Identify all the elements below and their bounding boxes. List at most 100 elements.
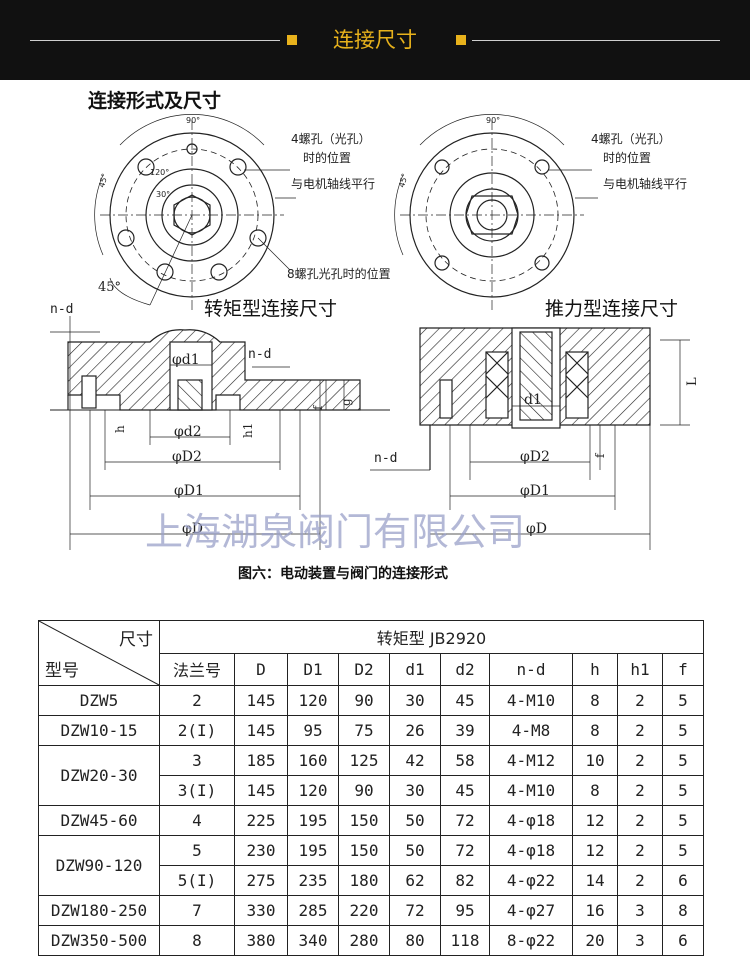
table-cell: 125 (338, 745, 390, 776)
table-cell: 14 (572, 865, 618, 896)
col-header: D2 (338, 652, 390, 686)
angle-45-right-label: 45° (397, 172, 409, 188)
dimension-table: 尺寸 型号 转矩型 JB2920 法兰号 D D1 D2 d1 d2 n-d h… (38, 620, 704, 956)
corner-model-label: 型号 (45, 661, 79, 681)
model-cell: DZW350-500 (38, 925, 160, 956)
connection-drawing: 连接形式及尺寸 90° 45° 120° 30° 45° 4螺孔（光孔） 时的位… (50, 89, 700, 582)
table-cell: 2 (617, 865, 663, 896)
table-cell: 90 (338, 685, 390, 716)
table-cell: 5 (662, 775, 704, 806)
table-cell: 2 (617, 685, 663, 716)
table-cell: 4-φ22 (489, 865, 573, 896)
thrust-section-title: 推力型连接尺寸 (545, 298, 678, 320)
col-header: d2 (440, 652, 490, 686)
table-cell: 72 (440, 835, 490, 866)
table-cell: 2 (617, 745, 663, 776)
d1-right-label: d1 (524, 392, 542, 408)
table-cell: 195 (287, 805, 339, 836)
table-cell: 5 (662, 715, 704, 746)
watermark-text: 上海湖泉阀门有限公司 (145, 510, 525, 554)
col-header: d1 (389, 652, 441, 686)
note-parallel-left: 与电机轴线平行 (291, 176, 375, 191)
table-cell: 42 (389, 745, 441, 776)
table-cell: 4-M12 (489, 745, 573, 776)
nd-left-label: n-d (50, 302, 73, 317)
table-header-row-2: 法兰号 D D1 D2 d1 d2 n-d h h1 f (39, 652, 704, 686)
table-cell: 75 (338, 715, 390, 746)
table-cell: 45 (440, 775, 490, 806)
table-cell: 118 (440, 925, 490, 956)
banner-title: 连接尺寸 (333, 28, 417, 52)
model-cell: DZW45-60 (38, 805, 160, 836)
col-header: D1 (287, 652, 339, 686)
nd-right-label: n-d (374, 451, 397, 466)
model-cell: DZW180-250 (38, 895, 160, 926)
table-cell: 5(I) (159, 865, 235, 896)
figure-caption: 图六：电动装置与阀门的连接形式 (238, 565, 448, 582)
table-cell: 58 (440, 745, 490, 776)
table-cell: 30 (389, 775, 441, 806)
thrust-flange-top-view (394, 114, 598, 310)
table-cell: 50 (389, 805, 441, 836)
table-cell: 145 (234, 715, 288, 746)
model-cell: DZW90-120 (38, 835, 160, 896)
table-cell: 5 (159, 835, 235, 866)
table-corner-cell: 尺寸 型号 (38, 620, 160, 686)
table-cell: 5 (662, 835, 704, 866)
table-cell: 5 (662, 745, 704, 776)
table-cell: 12 (572, 835, 618, 866)
table-cell: 8 (572, 775, 618, 806)
table-cell: 12 (572, 805, 618, 836)
table-cell: 10 (572, 745, 618, 776)
phi-d2-label: φd2 (174, 424, 202, 440)
table-cell: 16 (572, 895, 618, 926)
table-cell: 30 (389, 685, 441, 716)
torque-flange-top-view (94, 114, 296, 310)
note-position-left: 时的位置 (303, 150, 351, 165)
angle-30-label: 30° (156, 190, 170, 199)
table-cell: 8 (159, 925, 235, 956)
phi-D1-label: φD1 (174, 483, 204, 499)
header-banner: 连接尺寸 (0, 0, 750, 80)
table-cell: 2 (617, 805, 663, 836)
table-cell: 3 (617, 895, 663, 926)
phi-D2-label: φD2 (172, 449, 202, 465)
table-cell: 72 (440, 805, 490, 836)
phi-D-label: φD (182, 521, 203, 537)
angle-120-label: 120° (150, 168, 169, 177)
table-cell: 50 (389, 835, 441, 866)
table-cell: 45 (440, 685, 490, 716)
g-label: g (339, 398, 353, 406)
table-cell: 120 (287, 775, 339, 806)
table-cell: 340 (287, 925, 339, 956)
table-cell: 80 (389, 925, 441, 956)
table-cell: 8 (572, 685, 618, 716)
table-cell: 95 (287, 715, 339, 746)
angle-45-left-label: 45° (97, 172, 109, 188)
table-cell: 4 (159, 805, 235, 836)
table-cell: 20 (572, 925, 618, 956)
group-header: 转矩型 JB2920 (159, 620, 704, 654)
table-cell: 330 (234, 895, 288, 926)
table-cell: 4-M8 (489, 715, 573, 746)
note-position-right: 时的位置 (603, 150, 651, 165)
table-cell: 235 (287, 865, 339, 896)
table-cell: 4-φ27 (489, 895, 573, 926)
model-cell: DZW20-30 (38, 745, 160, 806)
table-cell: 4-M10 (489, 685, 573, 716)
f-label: f (311, 404, 325, 410)
table-cell: 62 (389, 865, 441, 896)
table-cell: 220 (338, 895, 390, 926)
table-cell: 380 (234, 925, 288, 956)
col-header: h1 (617, 652, 663, 686)
table-cell: 2 (159, 685, 235, 716)
table-cell: 72 (389, 895, 441, 926)
